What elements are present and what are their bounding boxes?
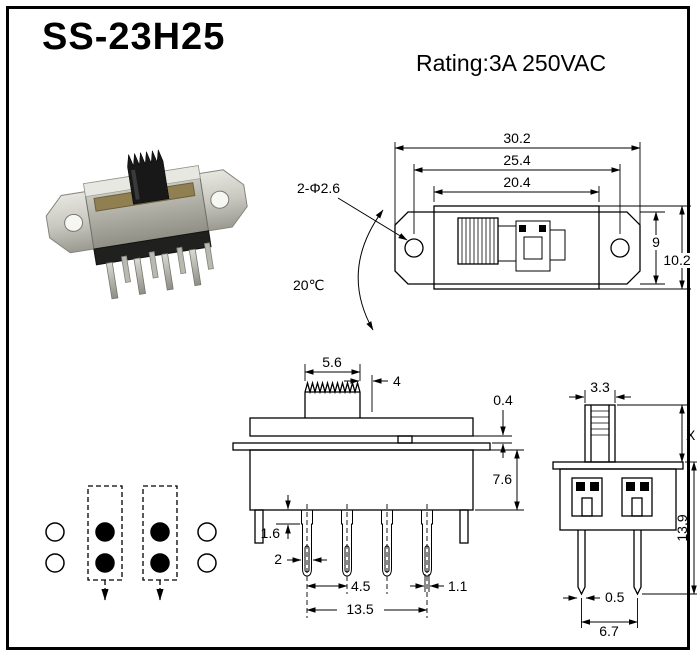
schematic-diagram	[45, 485, 217, 601]
mounting-hole-left	[404, 238, 424, 258]
rating-text: Rating:3A 250VAC	[416, 50, 607, 76]
dim-pin-thickness: 0.5	[605, 589, 625, 605]
label-underlay	[647, 235, 665, 250]
dim-pin-spacing: 6.7	[599, 623, 619, 639]
photo-knob-highlight	[131, 169, 140, 200]
front-dimension-lines	[285, 369, 520, 613]
photo-hole-left	[64, 213, 84, 232]
closed-contact	[95, 522, 115, 542]
dim-overall-height: 10.2	[663, 252, 690, 268]
dim-hole-spacing: 25.4	[503, 152, 530, 168]
dim-body-height: 9	[652, 234, 660, 250]
photo-hole-right	[210, 190, 230, 209]
photo-pins-back	[121, 242, 214, 283]
closed-contact	[150, 522, 170, 542]
dim-pin-span: 13.5	[346, 601, 373, 617]
contact-detail	[497, 220, 566, 272]
dim-step-height: 0.4	[493, 392, 513, 408]
hole-spec-label: 2-Φ2.6	[297, 180, 340, 196]
front-view-outline	[232, 380, 491, 544]
contact-pads	[519, 225, 546, 232]
side-view-drawing: 3.3 X 13.9 0.5 6.7	[552, 382, 697, 639]
stem-knurl	[591, 410, 609, 436]
pin-centerlines	[306, 504, 428, 618]
dim-overall-width: 30.2	[503, 130, 530, 146]
dim-stem-width: 3.3	[590, 382, 610, 395]
open-contact	[197, 522, 217, 542]
closed-contact	[150, 553, 170, 573]
temp-label: 20℃	[293, 277, 324, 293]
top-view-outline	[394, 205, 641, 290]
mounting-hole-right	[610, 238, 630, 258]
top-view-drawing: 30.2 25.4 20.4 9 10.2 2-Φ2.6 20℃	[293, 130, 694, 331]
closed-contact	[95, 553, 115, 573]
slider-position-boxes	[87, 485, 178, 601]
product-photo	[45, 149, 248, 300]
dim-knob-offset: 4	[393, 373, 401, 389]
knob-serration	[304, 380, 361, 395]
page-border	[6, 6, 690, 650]
open-contact	[45, 522, 65, 542]
dim-pin-shoulder: 1.6	[261, 525, 281, 541]
side-extension-lines	[581, 390, 697, 628]
dim-overall-height: 13.9	[674, 514, 690, 541]
dim-pin-width: 2	[274, 551, 282, 567]
dim-stem-height: X	[686, 427, 696, 443]
knob-hatch	[461, 218, 495, 264]
label-underlay	[661, 253, 694, 268]
side-contact-pads	[576, 482, 649, 491]
side-view-outline	[552, 404, 684, 596]
top-view-extension-lines	[394, 142, 691, 290]
open-contact	[197, 553, 217, 573]
contact-circles	[45, 522, 217, 573]
dim-knob-width: 5.6	[322, 354, 342, 370]
photo-pins-front	[105, 248, 202, 300]
dim-body-width: 20.4	[503, 174, 530, 190]
front-extension-lines	[276, 364, 524, 592]
dim-pin-hole: 1.1	[448, 578, 468, 594]
side-dimension-lines	[563, 394, 697, 625]
front-view-drawing: 5.6 4 0.4 7.6 1.6 2 4.5 1.1 13.5	[232, 354, 524, 618]
front-pins	[301, 509, 433, 577]
top-view-dimension-lines	[337, 145, 685, 331]
open-contact	[45, 553, 65, 573]
dim-pin-pitch: 4.5	[351, 578, 371, 594]
dim-body-height: 7.6	[493, 471, 513, 487]
part-number-title: SS-23H25	[42, 16, 226, 58]
